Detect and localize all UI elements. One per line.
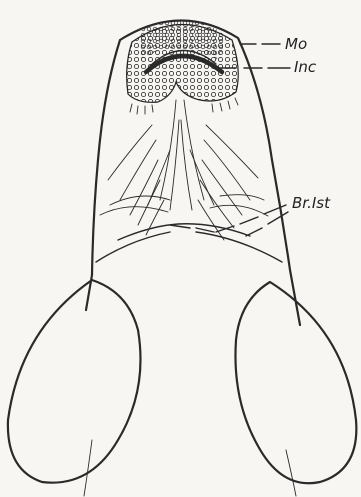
branchiostegal-rays-right (198, 125, 268, 240)
throat-lines (148, 100, 214, 210)
body-line-right (286, 450, 296, 496)
body-line-left (84, 440, 92, 496)
gill-membrane-right (196, 232, 282, 262)
isthmus-line (118, 224, 250, 240)
pectoral-fin-right (235, 282, 356, 483)
label-branchiostegal-isthmus: Br.Ist (292, 194, 331, 212)
branchiostegal-rays-left (100, 125, 170, 235)
leader-isthmus-3 (170, 225, 214, 232)
label-incisors: Inc (294, 58, 317, 76)
label-mouth: Mo (285, 35, 307, 53)
pectoral-fin-left (8, 280, 141, 483)
gill-membrane-left (96, 232, 170, 262)
